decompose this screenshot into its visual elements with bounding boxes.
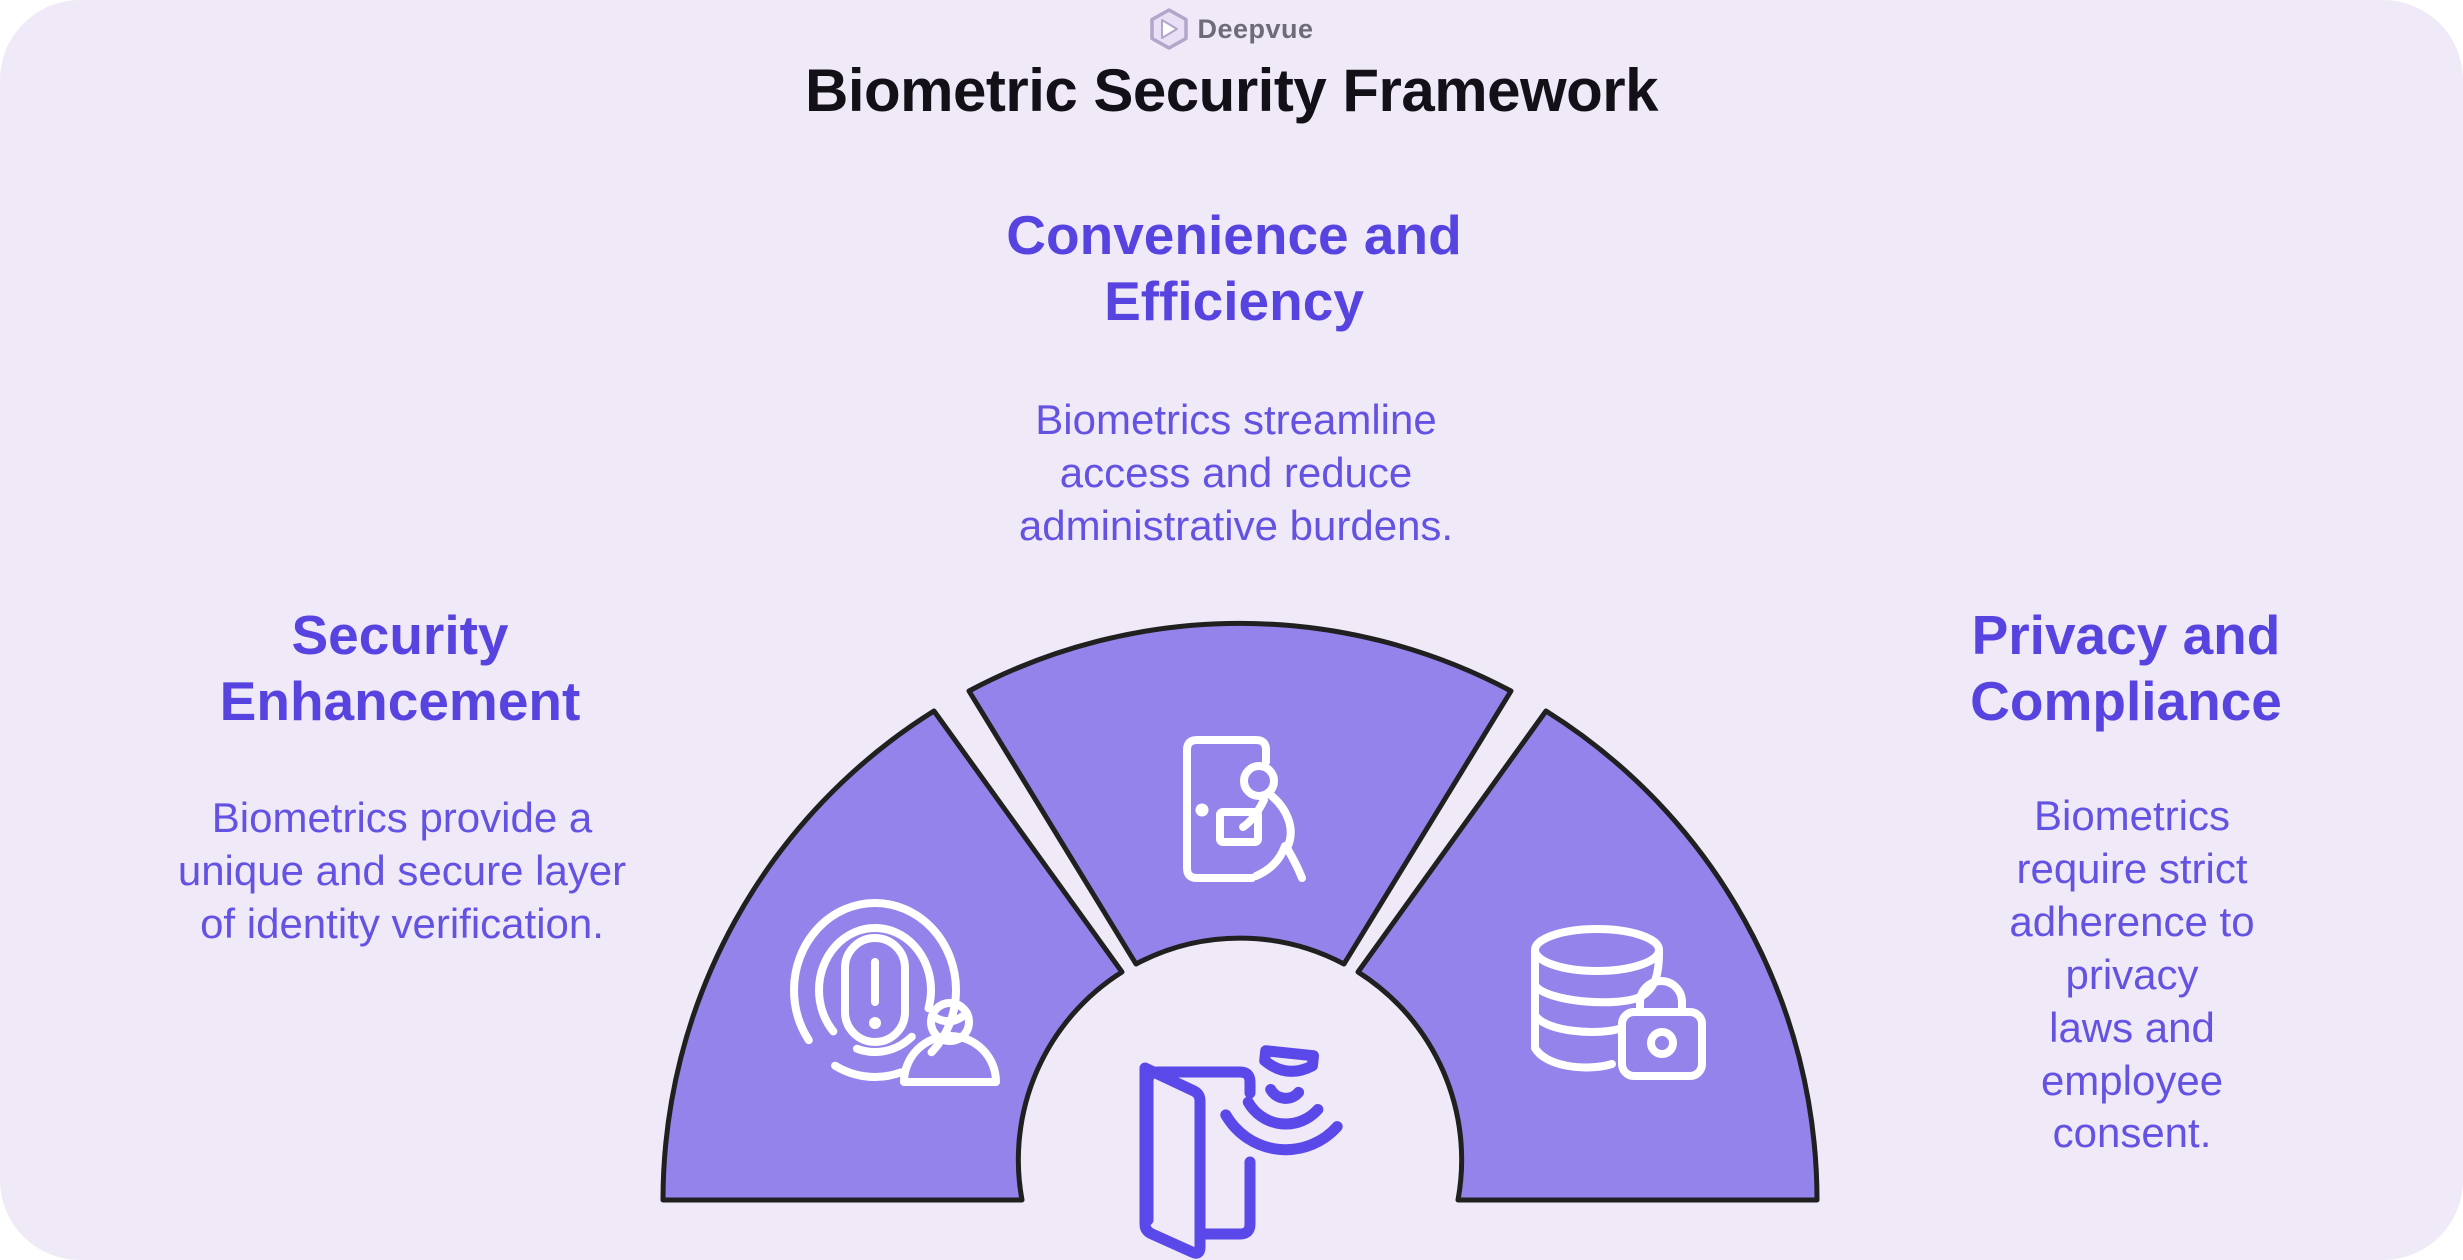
segment-security-enhancement: [660, 708, 1125, 1203]
body-privacy-compliance: Biometrics require strict adherence to p…: [2009, 792, 2255, 1157]
heading-convenience-efficiency: Convenience and Efficiency: [1006, 204, 1462, 332]
database-lock-icon: [1531, 925, 1706, 1080]
brand-logo: Deepvue: [0, 8, 2463, 50]
door-access-person-icon: [1183, 736, 1306, 882]
segment-convenience-efficiency: [966, 620, 1514, 967]
door-proximity-sensor-icon: [1139, 1045, 1343, 1259]
page-title: Biometric Security Framework: [805, 57, 1658, 124]
heading-security-enhancement: Security Enhancement: [219, 604, 581, 732]
brand-name: Deepvue: [1197, 13, 1314, 44]
fingerprint-user-icon: [790, 899, 1000, 1086]
body-convenience-efficiency: Biometrics streamline access and reduce …: [1018, 396, 1454, 549]
body-security-enhancement: Biometrics provide a unique and secure l…: [177, 794, 627, 947]
deepvue-hexagon-icon: [1150, 8, 1189, 50]
heading-privacy-compliance: Privacy and Compliance: [1970, 604, 2282, 732]
segment-privacy-compliance: [1355, 708, 1820, 1203]
